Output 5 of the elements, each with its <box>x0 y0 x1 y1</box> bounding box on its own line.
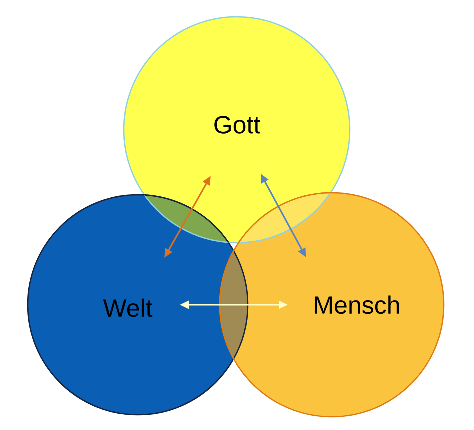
circle <box>219 192 445 418</box>
circle <box>123 16 351 244</box>
circle-label: Gott <box>214 116 260 134</box>
circle-label: Mensch <box>315 296 400 314</box>
circle-label: Welt <box>103 298 153 318</box>
